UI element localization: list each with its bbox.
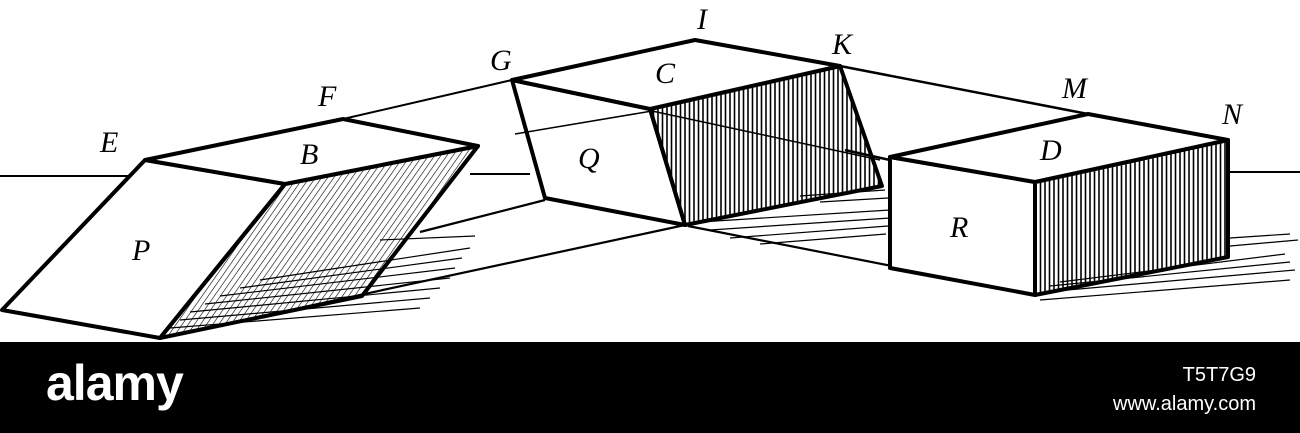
horizon-line	[0, 171, 1300, 177]
block-r	[888, 112, 1230, 297]
label-k: K	[831, 28, 854, 61]
illustration: E F G I K M N B C D P Q R	[0, 3, 1300, 340]
label-g: G	[490, 44, 512, 77]
block-p	[0, 117, 480, 340]
watermark-bar: alamy T5T7G9 www.alamy.com	[0, 342, 1300, 433]
label-f: F	[317, 80, 337, 113]
block-p-top-face	[143, 117, 480, 186]
image-id: T5T7G9	[1182, 364, 1256, 386]
label-q: Q	[578, 142, 600, 175]
point-labels: E F G I K M N B C D P Q R	[99, 3, 1244, 267]
top-edge-k-m	[839, 64, 1089, 162]
label-i: I	[696, 3, 709, 36]
label-n: N	[1221, 98, 1244, 131]
label-b: B	[300, 138, 318, 171]
label-m: M	[1061, 72, 1089, 105]
label-r: R	[949, 211, 968, 244]
brand-logo: alamy	[46, 355, 184, 411]
label-p: P	[131, 234, 150, 267]
blocks-diagram: E F G I K M N B C D P Q R	[0, 3, 1300, 340]
block-r-top-face	[888, 112, 1230, 184]
label-e: E	[99, 126, 118, 159]
label-c: C	[655, 57, 676, 90]
label-d: D	[1039, 134, 1062, 167]
site-url: www.alamy.com	[1113, 393, 1256, 415]
